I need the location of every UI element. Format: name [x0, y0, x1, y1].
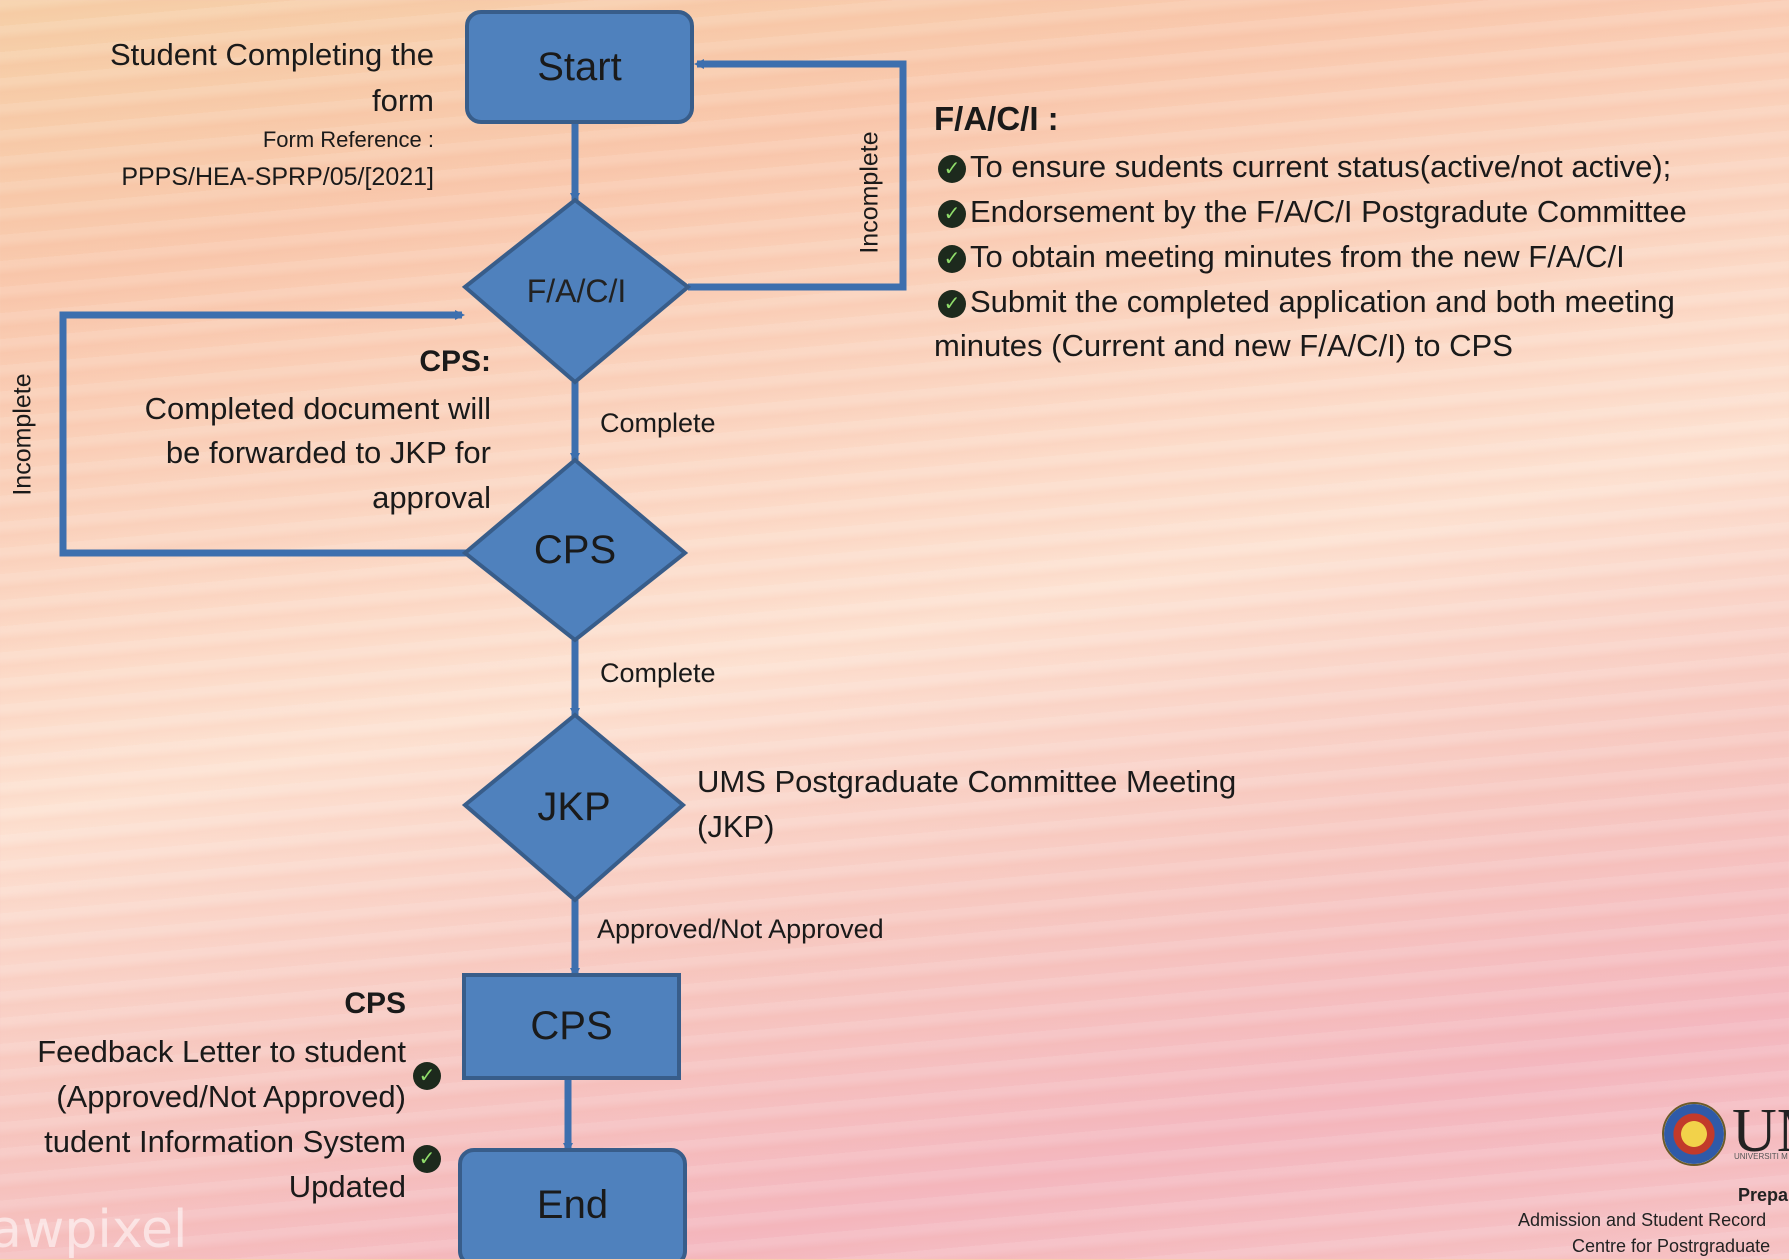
- start-box: [465, 10, 694, 124]
- faci-item: ✓To ensure sudents current status(active…: [938, 145, 1671, 189]
- cps-final-line1: Feedback Letter to student: [37, 1034, 406, 1069]
- check-icon: ✓: [938, 289, 966, 318]
- check-icon: ✓: [938, 199, 966, 228]
- cps-box-label: CPS: [530, 1004, 613, 1048]
- prepared-by: Prepa: [1738, 1185, 1789, 1205]
- faci-item-continuation: minutes (Current and new F/A/C/I) to CPS: [934, 328, 1513, 363]
- arrow-incomplete-left: [59, 310, 468, 557]
- jkp-note-line2: (JKP): [697, 809, 775, 844]
- logo-subtext: UNIVERSITI M: [1734, 1152, 1788, 1161]
- cps-final-line4: Updated: [288, 1169, 406, 1204]
- check-icon: ✓: [938, 154, 966, 183]
- jkp-note-line1: UMS Postgraduate Committee Meeting: [697, 764, 1237, 799]
- faci-panel-heading: F/A/C/I :: [934, 100, 1059, 137]
- cps-final-heading: CPS: [344, 987, 406, 1020]
- cps-note-line1: Completed document will: [144, 391, 491, 426]
- edge-label-incomplete-right: Incomplete: [855, 131, 884, 254]
- check-icon: ✓: [413, 1062, 441, 1090]
- edge-label-incomplete-left: Incomplete: [8, 373, 37, 496]
- university-crest-icon: [1662, 1102, 1726, 1166]
- check-icon: ✓: [938, 244, 966, 273]
- cps-note-line3: approval: [372, 480, 491, 515]
- faci-diamond: [461, 197, 692, 385]
- faci-item: ✓Submit the completed application and bo…: [938, 280, 1675, 324]
- faci-item: ✓To obtain meeting minutes from the new …: [938, 235, 1625, 279]
- cps-diamond: [461, 457, 689, 643]
- form-reference-code: PPPS/HEA-SPRP/05/[2021]: [121, 163, 434, 191]
- watermark: awpixel: [0, 1200, 188, 1260]
- edge-label-complete: Complete: [600, 658, 716, 688]
- jkp-diamond: [461, 712, 687, 903]
- form-reference-label: Form Reference :: [262, 127, 434, 152]
- check-icon: ✓: [413, 1145, 441, 1173]
- arrow-incomplete-right: [688, 59, 907, 291]
- faci-item: ✓Endorsement by the F/A/C/I Postgradute …: [938, 190, 1687, 234]
- cps-note-heading: CPS:: [419, 345, 491, 378]
- admission-unit: Admission and Student Record: [1518, 1210, 1767, 1230]
- cps-note-line2: be forwarded to JKP for: [165, 435, 491, 470]
- edge-label-approved: Approved/Not Approved: [597, 914, 884, 944]
- faci-label: F/A/C/I: [526, 272, 627, 309]
- jkp-label: JKP: [537, 785, 611, 829]
- centre-name: Centre for Postrgraduate: [1572, 1236, 1771, 1256]
- logo-text: UM: [1732, 1097, 1789, 1165]
- edge-label-complete: Complete: [600, 408, 716, 438]
- cps-decision-label: CPS: [533, 527, 617, 572]
- start-note-line2: form: [372, 83, 434, 118]
- cps-final-line3: tudent Information System: [44, 1124, 406, 1159]
- start-note-line1: Student Completing the: [110, 37, 434, 72]
- start-label: Start: [537, 44, 622, 89]
- end-box: [458, 1148, 687, 1259]
- cps-final-line2: (Approved/Not Approved): [56, 1079, 406, 1114]
- end-label: End: [536, 1182, 609, 1227]
- cps-box: [462, 973, 681, 1080]
